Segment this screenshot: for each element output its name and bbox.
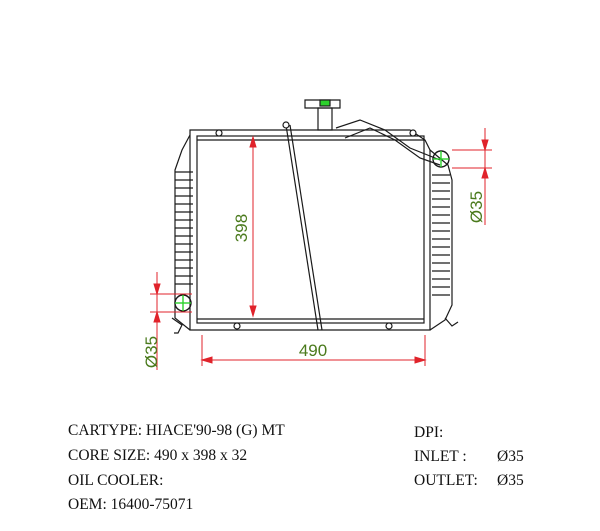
support-brace [285, 124, 319, 331]
right-fins [432, 174, 450, 296]
bracket-right [444, 317, 459, 327]
inlet-port [174, 294, 192, 312]
spec-outlet-value: Ø35 [497, 472, 524, 489]
height-dimension-label: 398 [232, 214, 251, 242]
spec-oil-cooler: OIL COOLER: [68, 472, 164, 489]
spec-cartype: CARTYPE: HIACE'90-98 (G) MT [68, 422, 285, 439]
bolt-top-left [215, 129, 223, 137]
outlet-pipe [335, 119, 441, 161]
spec-inlet-value: Ø35 [497, 448, 524, 465]
top-tank [189, 129, 431, 331]
outlet-dia-label: Ø35 [467, 191, 486, 223]
spec-inlet-label: INLET : [414, 448, 467, 465]
bolt-top-right [409, 129, 417, 137]
bolt-bottom-left [233, 322, 241, 330]
outlet-port [432, 150, 450, 168]
bolt-top-mid [282, 121, 290, 129]
radiator-core [196, 135, 425, 324]
left-fins [175, 171, 193, 285]
bracket-left [171, 317, 183, 334]
width-dimension-label: 490 [299, 341, 327, 360]
bolt-bottom-right [385, 322, 393, 330]
spec-core-size: CORE SIZE: 490 x 398 x 32 [68, 447, 248, 464]
filler-neck [317, 107, 333, 131]
inlet-dia-label: Ø35 [142, 336, 161, 368]
spec-oem: OEM: 16400-75071 [68, 496, 194, 513]
spec-dpi: DPI: [414, 424, 444, 441]
left-side-tank [174, 134, 191, 331]
right-side-tank [429, 149, 453, 331]
spec-outlet-label: OUTLET: [414, 472, 478, 489]
